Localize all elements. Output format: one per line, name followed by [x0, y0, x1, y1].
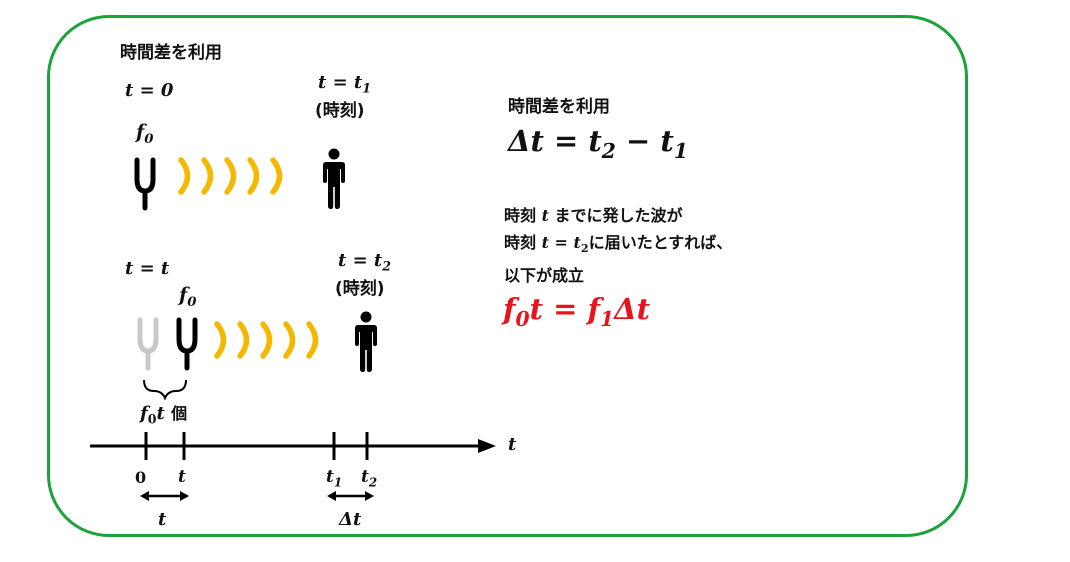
person-icon-scene1 [323, 148, 345, 209]
scene1-arrival-time-label: t = t1 [318, 72, 372, 96]
axis-label: t [508, 434, 517, 455]
explanation-line-3: 以下が成立 [504, 266, 585, 286]
time-difference-formula: Δt = t2 − t1 [508, 124, 688, 163]
explanation-line-2: 時刻 t = t2に届いたとすれば、 [504, 233, 733, 256]
tick-label-zero: 0 [135, 468, 147, 487]
scene2-frequency-label: f0 [179, 284, 197, 310]
count-brace [143, 379, 187, 401]
wave-arcs-scene1 [181, 160, 280, 192]
span-arrow-delta-t [327, 491, 374, 501]
scene1-moment-label: (時刻) [315, 101, 365, 121]
explanation-text: 時刻 t までに発した波が 時刻 t = t2に届いたとすれば、 以下が成立 [504, 202, 732, 289]
scene2-moment-label: (時刻) [335, 279, 385, 299]
wave-arcs-scene2 [217, 324, 316, 356]
span-label-delta-t: Δt [339, 509, 362, 530]
result-formula: f0t = f1Δt [503, 292, 651, 331]
span-arrow-t [140, 491, 189, 501]
tick-label-t1: t1 [326, 467, 343, 490]
top-title: 時間差を利用 [120, 43, 222, 63]
wave-count-label: f0t 個 [140, 403, 188, 427]
tick-label-t: t [178, 467, 186, 487]
right-title: 時間差を利用 [508, 97, 610, 117]
tuning-fork-icon-scene2 [179, 320, 195, 368]
tuning-fork-icon-scene1 [137, 160, 153, 208]
scene2-time-label: t = t [125, 258, 170, 279]
scene1-time-label: t = 0 [125, 80, 174, 101]
person-icon-scene2 [355, 311, 377, 372]
explanation-line-1: 時刻 t までに発した波が [504, 206, 683, 225]
scene1-frequency-label: f0 [136, 121, 154, 147]
tick-label-t2: t2 [361, 467, 378, 490]
tuning-fork-icon-faded [140, 320, 156, 368]
span-label-t: t [158, 509, 167, 530]
scene2-arrival-time-label: t = t2 [338, 250, 392, 274]
time-axis [90, 432, 496, 460]
diagram-frame [47, 15, 968, 537]
